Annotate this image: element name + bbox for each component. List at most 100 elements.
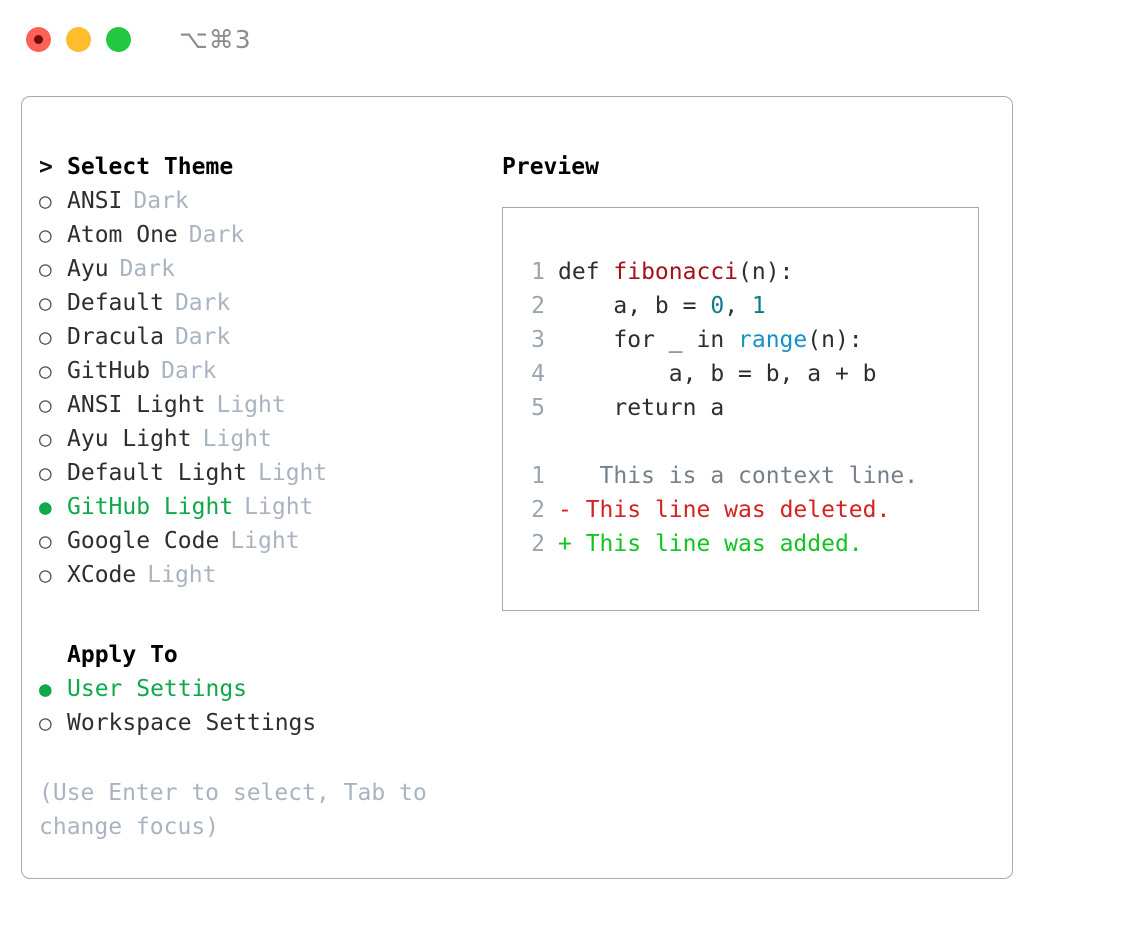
code-line: 3 for _ in range(n):	[519, 323, 978, 357]
theme-variant-tag: Light	[147, 562, 217, 588]
theme-name-label: Ayu Light	[67, 426, 192, 452]
window-controls	[26, 26, 131, 52]
theme-list-item[interactable]: ○ Ayu Dark	[39, 252, 502, 286]
theme-name-label: ANSI	[67, 188, 123, 214]
code-token: 0	[710, 293, 725, 319]
diff-line: 2- This line was deleted.	[519, 493, 978, 527]
code-line-content: a, b = 0, 1	[558, 289, 766, 323]
theme-name-label: Ayu	[67, 256, 109, 282]
theme-variant-tag: Dark	[188, 222, 245, 248]
radio-selected-icon[interactable]: ●	[39, 677, 52, 701]
code-token: a, b =	[558, 293, 711, 319]
apply-to-label: User Settings	[67, 676, 248, 702]
diff-line-text: This is a context line.	[571, 463, 919, 489]
radio-selected-icon[interactable]: ●	[39, 495, 52, 519]
theme-variant-tag: Light	[202, 426, 272, 452]
code-token: ,	[724, 293, 752, 319]
radio-unselected-icon[interactable]: ○	[39, 529, 52, 553]
code-token: 1	[751, 293, 766, 319]
blank-marker-icon: ○	[39, 638, 67, 672]
maximize-button[interactable]	[106, 26, 131, 52]
theme-name-label: XCode	[67, 562, 137, 588]
caret-icon: >	[39, 154, 53, 180]
diff-sample: 1 This is a context line.2- This line wa…	[519, 459, 978, 561]
radio-unselected-icon[interactable]: ○	[39, 189, 52, 213]
theme-variant-tag: Light	[258, 460, 328, 486]
code-line-content: a, b = b, a + b	[558, 357, 877, 391]
radio-unselected-icon[interactable]: ○	[39, 291, 52, 315]
theme-variant-tag: Dark	[119, 256, 175, 282]
theme-variant-tag: Dark	[161, 358, 217, 384]
theme-list-item[interactable]: ○ Ayu Light Light	[39, 422, 502, 456]
code-token: range	[738, 327, 808, 353]
theme-variant-tag: Dark	[174, 290, 231, 316]
section-spacer	[39, 592, 502, 638]
keyboard-hint: (Use Enter to select, Tab to change focu…	[39, 776, 439, 844]
theme-list-item[interactable]: ○ Default Light Light	[39, 456, 502, 490]
preview-title: Preview	[502, 154, 599, 180]
line-number: 4	[531, 361, 545, 387]
radio-unselected-icon[interactable]: ○	[39, 223, 52, 247]
diff-sign: -	[558, 497, 572, 523]
theme-list-item[interactable]: ○ XCode Light	[39, 558, 502, 592]
keyboard-hint-line-1: (Use Enter to select, Tab to	[39, 780, 427, 806]
diff-line: 1 This is a context line.	[519, 459, 978, 493]
recording-indicator-icon	[34, 34, 43, 44]
keyboard-hint-line-2: change focus)	[39, 814, 220, 840]
diff-line-text: This line was deleted.	[571, 497, 891, 523]
theme-list-item[interactable]: ○ GitHub Dark	[39, 354, 502, 388]
theme-name-label: ANSI Light	[67, 392, 206, 418]
apply-to-item[interactable]: ● User Settings	[39, 672, 502, 706]
theme-name-label: Google Code	[67, 528, 220, 554]
code-token: fibonacci	[613, 259, 739, 285]
line-number: 5	[531, 395, 545, 421]
code-token: (n):	[807, 327, 863, 353]
line-number: 2	[531, 531, 545, 557]
radio-unselected-icon[interactable]: ○	[39, 461, 52, 485]
code-line: 5 return a	[519, 391, 978, 425]
radio-unselected-icon[interactable]: ○	[39, 257, 52, 281]
line-number: 1	[531, 463, 545, 489]
theme-variant-tag: Dark	[133, 188, 189, 214]
minimize-button[interactable]	[66, 26, 91, 52]
select-theme-heading: > Select Theme	[39, 150, 502, 184]
theme-name-label: Default Light	[67, 460, 248, 486]
code-line-content: return a	[558, 391, 724, 425]
apply-to-heading: ○ Apply To	[39, 638, 502, 672]
radio-unselected-icon[interactable]: ○	[39, 563, 52, 587]
theme-variant-tag: Light	[230, 528, 300, 554]
apply-to-list: ● User Settings ○Workspace Settings	[39, 672, 502, 740]
theme-name-label: GitHub	[67, 358, 151, 384]
radio-unselected-icon[interactable]: ○	[39, 325, 52, 349]
code-token: a, b = b, a + b	[558, 361, 877, 387]
radio-unselected-icon[interactable]: ○	[39, 427, 52, 451]
apply-to-item[interactable]: ○Workspace Settings	[39, 706, 502, 740]
radio-unselected-icon[interactable]: ○	[39, 711, 52, 735]
code-line: 2 a, b = 0, 1	[519, 289, 978, 323]
radio-unselected-icon[interactable]: ○	[39, 393, 52, 417]
radio-unselected-icon[interactable]: ○	[39, 359, 52, 383]
code-line: 4 a, b = b, a + b	[519, 357, 978, 391]
close-button[interactable]	[26, 26, 51, 52]
code-token: return a	[558, 395, 725, 421]
diff-line: 2+ This line was added.	[519, 527, 978, 561]
code-line-content: for _ in range(n):	[558, 323, 863, 357]
code-line-content: def fibonacci(n):	[558, 255, 793, 289]
theme-variant-tag: Light	[216, 392, 286, 418]
theme-list-item[interactable]: ○ Google Code Light	[39, 524, 502, 558]
diff-line-text: This line was added.	[571, 531, 863, 557]
theme-variant-tag: Dark	[174, 324, 231, 350]
theme-list-item[interactable]: ○ ANSI Dark	[39, 184, 502, 218]
theme-list-item[interactable]: ○ ANSI Light Light	[39, 388, 502, 422]
theme-name-label: GitHub Light	[67, 494, 234, 520]
title-bar: ⌥⌘3	[0, 0, 1140, 78]
